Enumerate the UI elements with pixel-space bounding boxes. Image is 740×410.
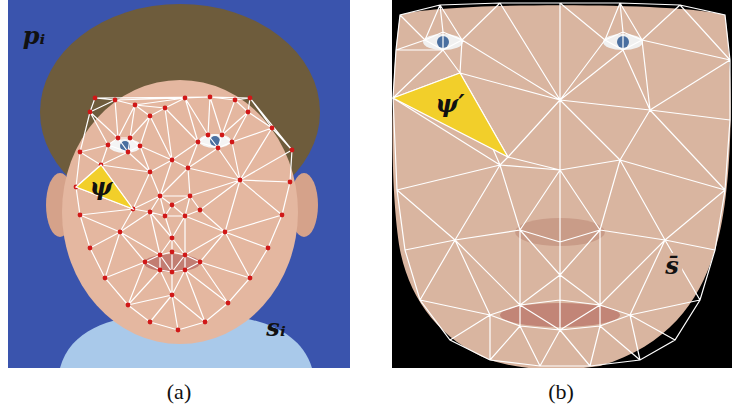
- landmark-dot: [266, 246, 271, 251]
- landmark-dot: [270, 126, 275, 131]
- landmark-dot: [148, 320, 153, 325]
- landmark-dot: [203, 320, 208, 325]
- landmark-dot: [183, 214, 188, 219]
- landmark-dot: [196, 140, 201, 145]
- landmark-dot: [148, 114, 153, 119]
- landmark-dot: [208, 95, 213, 100]
- landmark-dot: [248, 276, 253, 281]
- landmark-dot: [183, 268, 188, 273]
- image-symbol: pᵢ: [23, 24, 46, 48]
- landmark-dot: [223, 230, 228, 235]
- mesh-lines: [393, 3, 730, 366]
- photo-b: [392, 0, 732, 368]
- shape-symbol: sᵢ: [266, 316, 285, 340]
- landmark-dot: [170, 236, 175, 241]
- landmark-dot: [288, 180, 293, 185]
- warp-triangle: ψ′: [393, 73, 508, 157]
- landmark-dot: [126, 303, 131, 308]
- landmark-dot: [216, 146, 221, 151]
- landmark-dot: [138, 144, 143, 149]
- landmark-dot: [248, 96, 253, 101]
- panel-label: (a): [167, 381, 191, 403]
- landmark-dot: [170, 293, 175, 298]
- landmark-dot: [113, 98, 118, 103]
- landmark-dot: [143, 260, 148, 265]
- landmark-dot: [118, 230, 123, 235]
- landmark-dot: [133, 103, 138, 108]
- landmark-dot: [148, 210, 153, 215]
- landmark-dot: [170, 270, 175, 275]
- landmark-dot: [116, 136, 121, 141]
- landmark-dot: [183, 253, 188, 258]
- landmark-dot: [226, 301, 231, 306]
- warped-face: [393, 5, 731, 368]
- mean-shape-symbol: s̄: [662, 253, 682, 279]
- triangle-symbol: ψ: [90, 175, 113, 199]
- triangle-fill: [393, 73, 508, 157]
- landmark-dot: [186, 166, 191, 171]
- landmark-dot: [170, 203, 175, 208]
- landmark-dot: [238, 178, 243, 183]
- landmark-dot: [246, 110, 251, 115]
- landmark-dot: [78, 150, 83, 155]
- landmark-dot: [170, 250, 175, 255]
- landmark-dot: [103, 276, 108, 281]
- face-mesh: [74, 95, 295, 333]
- landmark-dot: [206, 133, 211, 138]
- warp-triangle: ψ: [76, 165, 133, 209]
- landmark-dot: [170, 158, 175, 163]
- landmark-dot: [230, 140, 235, 145]
- mesh-lines: [76, 97, 292, 330]
- face-mesh: [393, 3, 730, 366]
- eye: [199, 134, 231, 148]
- landmark-dot: [233, 98, 238, 103]
- landmark-dot: [148, 170, 153, 175]
- blue-backdrop: [8, 0, 350, 368]
- landmark-dot: [198, 208, 203, 213]
- landmark-dot: [188, 194, 193, 199]
- landmark-dot: [158, 253, 163, 258]
- photo-a: [8, 0, 350, 368]
- landmark-dot: [220, 133, 225, 138]
- landmark-dot: [88, 110, 93, 115]
- landmark-dot: [128, 136, 133, 141]
- face-skin: [62, 80, 298, 344]
- panel-label: (b): [548, 381, 574, 403]
- triangle-fill: [76, 165, 133, 209]
- landmark-dot: [183, 96, 188, 101]
- landmark-dot: [158, 268, 163, 273]
- triangle-symbol: ψ′: [436, 92, 465, 116]
- landmark-dot: [106, 143, 111, 148]
- landmark-dot: [126, 150, 131, 155]
- landmark-dot: [158, 194, 163, 199]
- landmark-dot: [88, 246, 93, 251]
- landmark-dot: [280, 213, 285, 218]
- landmark-dot: [198, 260, 203, 265]
- landmark-dot: [290, 148, 295, 153]
- landmark-dot: [176, 328, 181, 333]
- landmark-dot: [163, 106, 168, 111]
- landmark-dot: [93, 96, 98, 101]
- landmark-dot: [78, 213, 83, 218]
- landmark-dot: [163, 214, 168, 219]
